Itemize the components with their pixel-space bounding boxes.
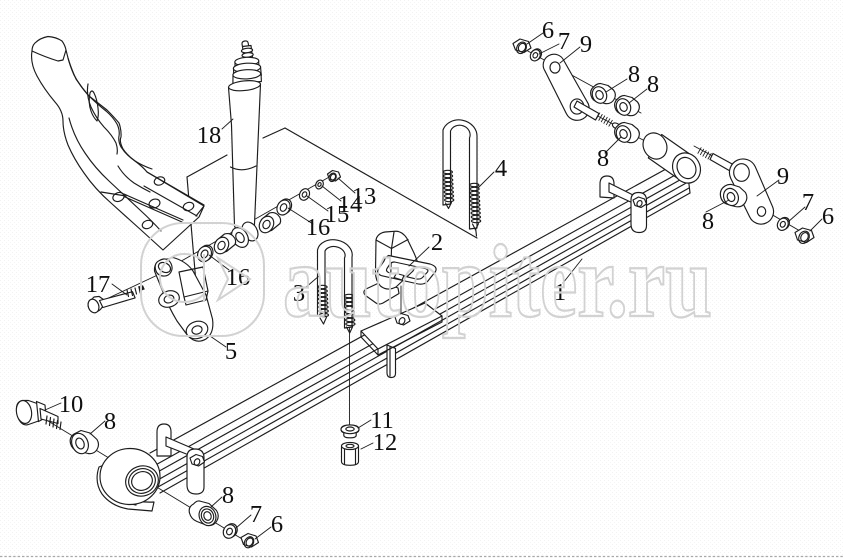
svg-text:11: 11 <box>370 407 394 434</box>
svg-text:5: 5 <box>225 338 237 365</box>
svg-text:8: 8 <box>597 145 609 172</box>
svg-text:6: 6 <box>271 511 283 538</box>
svg-text:16: 16 <box>306 214 331 241</box>
svg-text:8: 8 <box>702 208 714 235</box>
svg-text:7: 7 <box>250 501 262 528</box>
svg-text:6: 6 <box>542 17 554 44</box>
svg-text:12: 12 <box>373 429 398 456</box>
svg-text:3: 3 <box>293 280 305 307</box>
svg-text:8: 8 <box>222 482 234 509</box>
svg-text:14: 14 <box>338 191 363 218</box>
svg-text:8: 8 <box>104 408 116 435</box>
svg-text:7: 7 <box>802 189 814 216</box>
svg-text:10: 10 <box>59 391 84 418</box>
svg-text:13: 13 <box>352 183 377 210</box>
svg-text:9: 9 <box>777 163 789 190</box>
svg-text:9: 9 <box>580 31 592 58</box>
svg-text:6: 6 <box>822 203 834 230</box>
svg-text:15: 15 <box>325 201 350 228</box>
svg-text:8: 8 <box>647 71 659 98</box>
svg-text:17: 17 <box>86 271 111 298</box>
svg-text:2: 2 <box>431 229 443 256</box>
svg-text:1: 1 <box>554 279 566 306</box>
svg-text:autopiter.ru: autopiter.ru <box>283 224 712 339</box>
svg-text:4: 4 <box>495 155 507 182</box>
svg-text:7: 7 <box>558 28 570 55</box>
svg-text:8: 8 <box>628 61 640 88</box>
svg-text:18: 18 <box>197 122 222 149</box>
